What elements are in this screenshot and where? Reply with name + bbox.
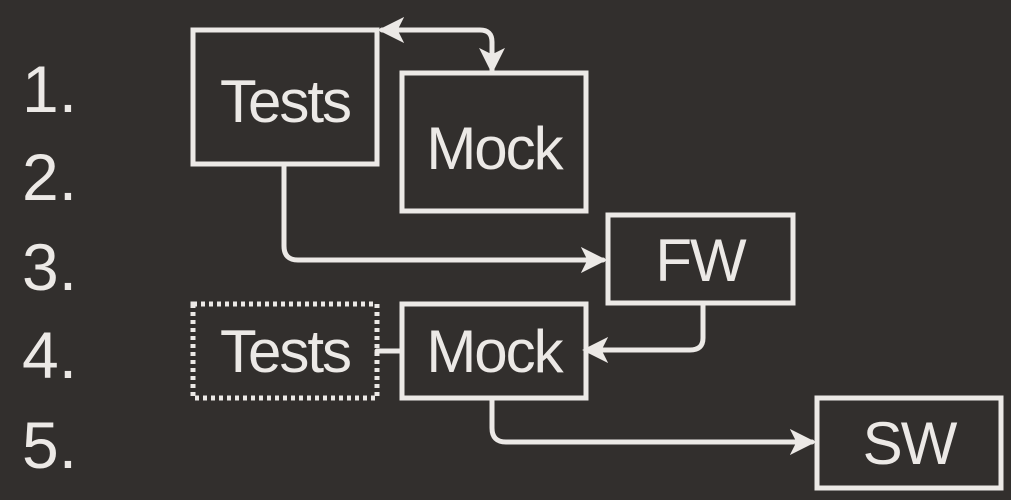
fw-to-mock-arrow [582,302,706,363]
mock-box-top: Mock [399,70,589,214]
tests-to-fw-arrow [281,162,607,273]
mock-label-top: Mock [426,115,564,182]
tests-box-bottom-dotted: Tests [190,301,380,401]
tests-mock-bidirectional-arrow [378,17,505,74]
fw-box: FW [605,212,796,306]
step-number-3: 3. [22,230,78,304]
tests-box-top: Tests [190,27,380,167]
step-number-2: 2. [22,140,78,214]
sw-label: SW [863,410,958,477]
tests-label-top: Tests [220,68,350,135]
tests-label-bottom: Tests [220,318,350,385]
mock-to-sw-arrow [489,397,816,455]
fw-label: FW [655,227,747,294]
mock-box-bottom: Mock [399,301,589,401]
step-number-5: 5. [22,408,78,482]
step-number-1: 1. [22,52,78,126]
sw-box: SW [814,395,1004,491]
mock-label-bottom: Mock [426,318,564,385]
step-number-4: 4. [22,318,78,392]
